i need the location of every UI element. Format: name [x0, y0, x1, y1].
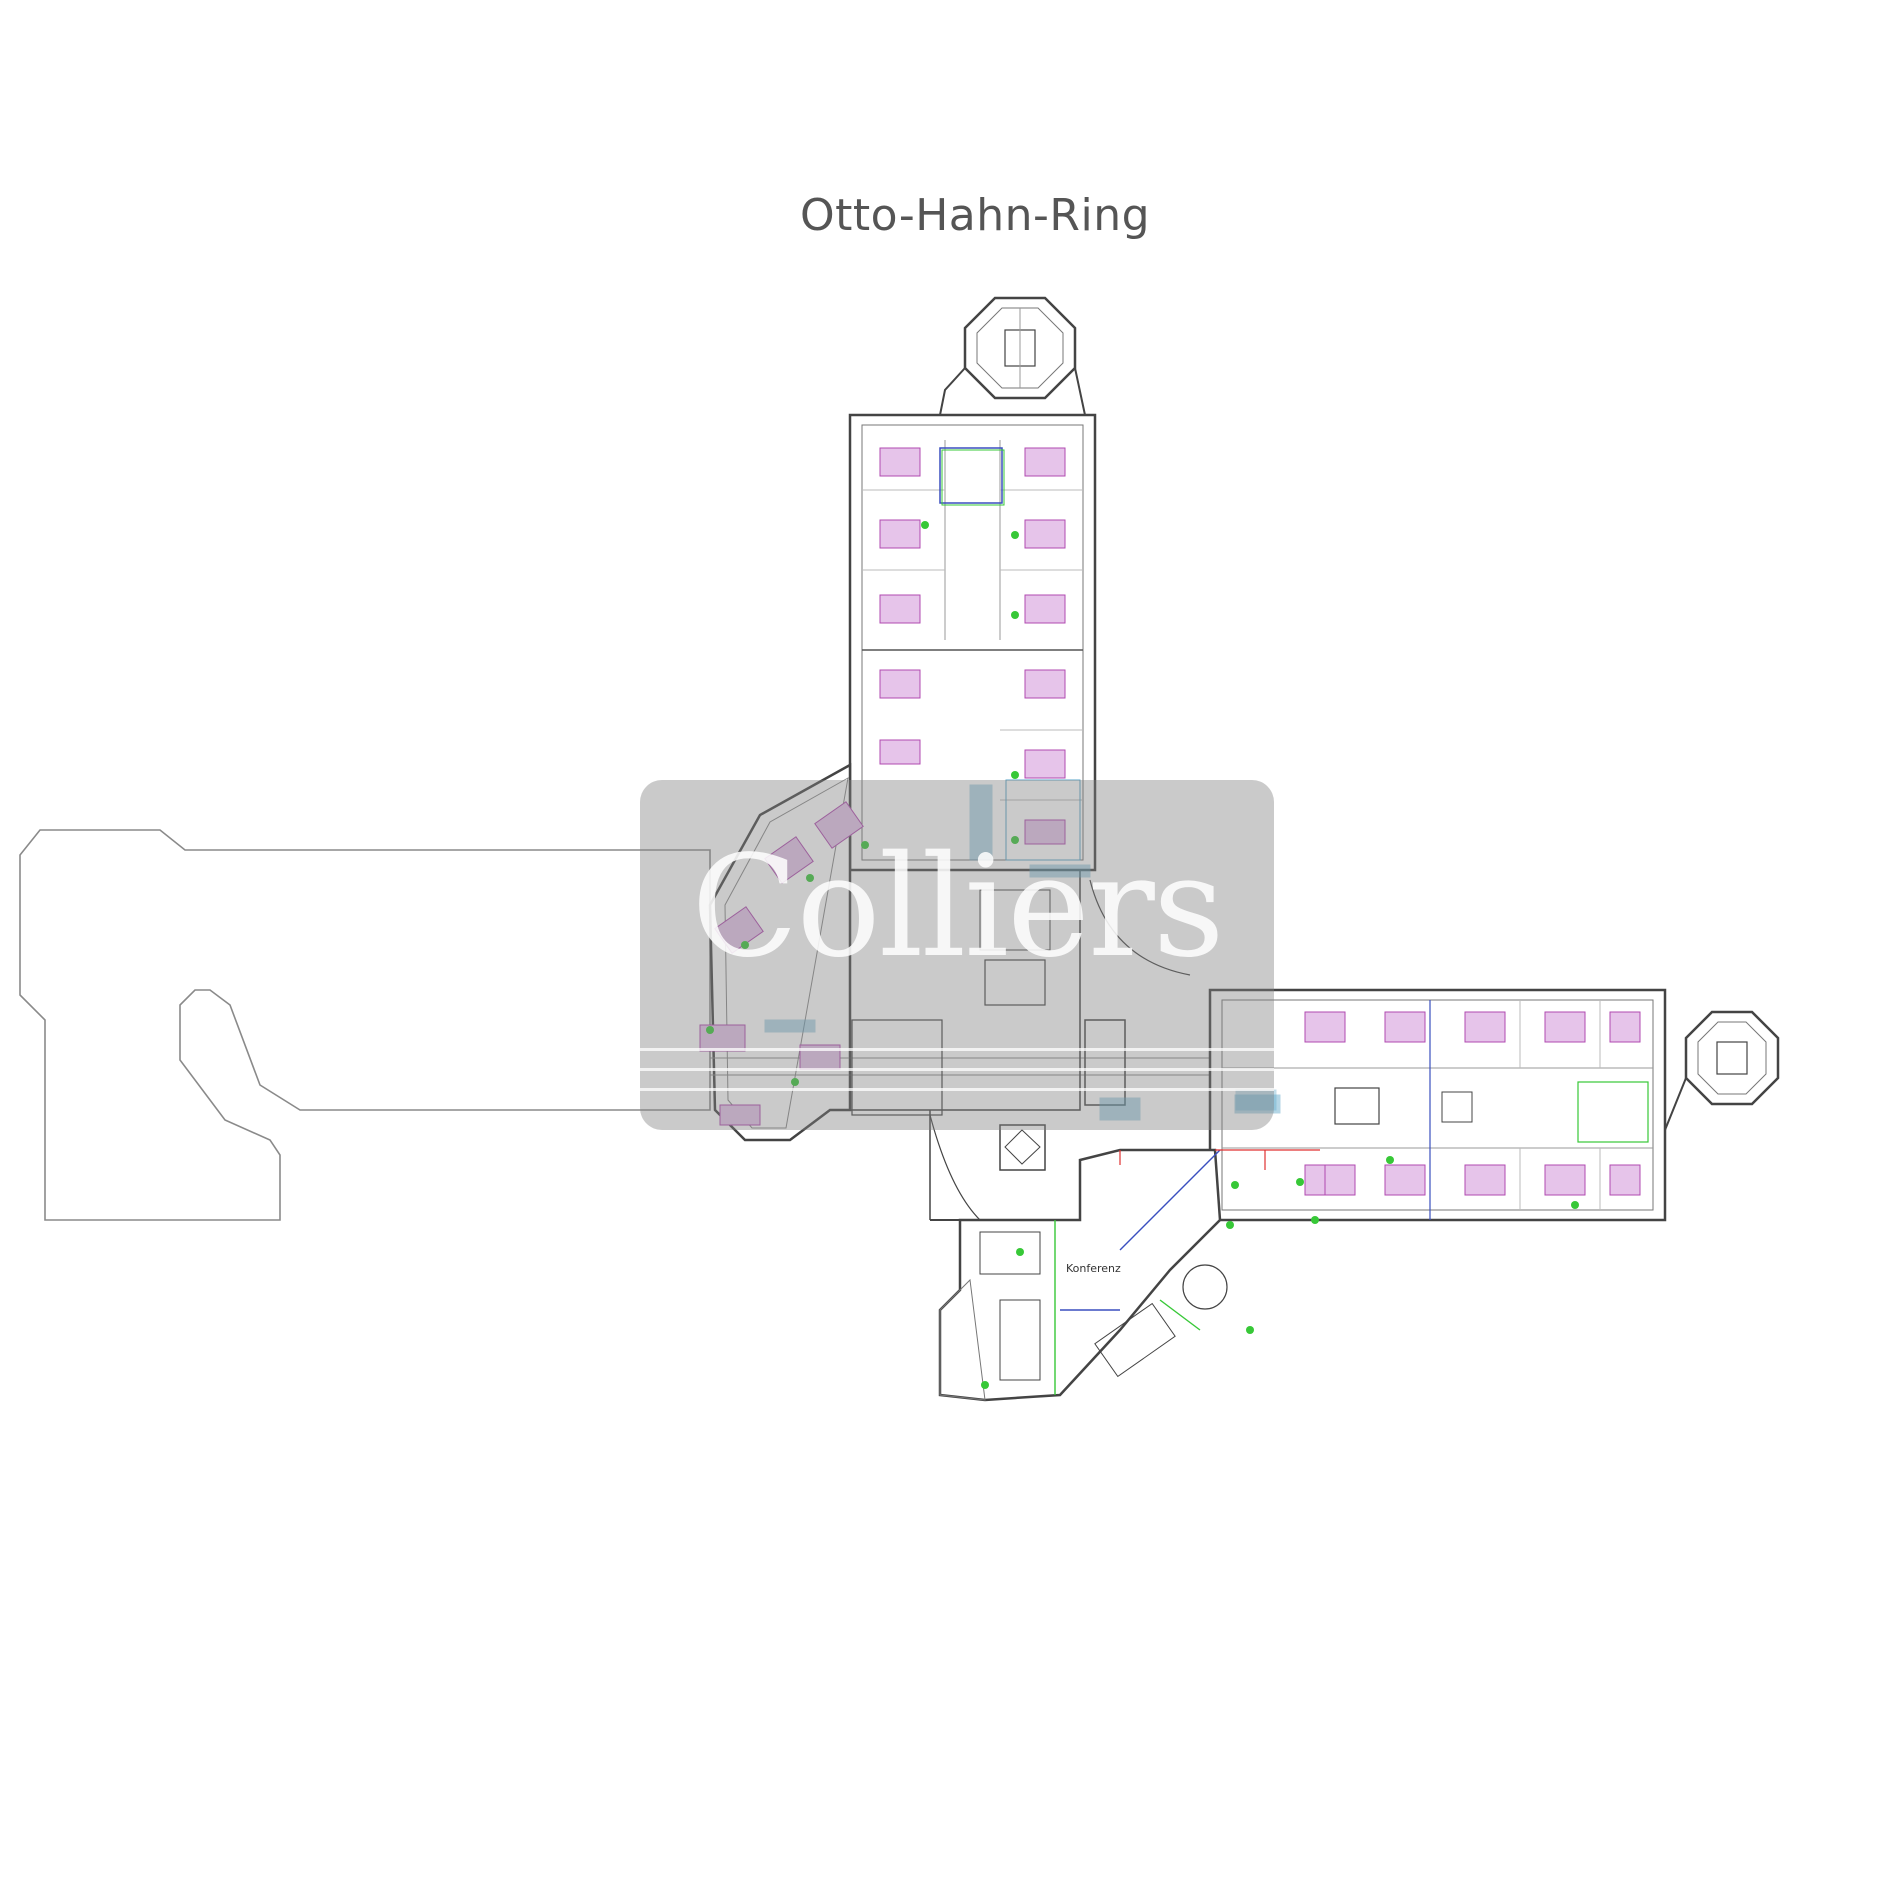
east-wing — [1208, 988, 1667, 1222]
east-stair-tower — [1664, 1010, 1780, 1220]
south-conference-wing — [938, 1148, 1320, 1402]
watermark-band-mid — [640, 1068, 1274, 1071]
street-name-label: Otto-Hahn-Ring — [799, 190, 1151, 241]
adjacent-building-outline — [19, 829, 711, 1221]
desk-clusters — [699, 447, 1641, 1196]
room-label-conference: Konferenz — [1066, 1262, 1121, 1275]
plants — [706, 521, 1579, 1389]
watermark-band-bottom — [640, 1088, 1274, 1091]
north-stair-tower — [939, 296, 1086, 416]
watermark-band-top — [640, 1048, 1274, 1051]
watermark: Colliers — [640, 780, 1274, 1130]
glass-partitions — [764, 784, 1281, 1121]
watermark-logo-text: Colliers — [691, 826, 1224, 989]
